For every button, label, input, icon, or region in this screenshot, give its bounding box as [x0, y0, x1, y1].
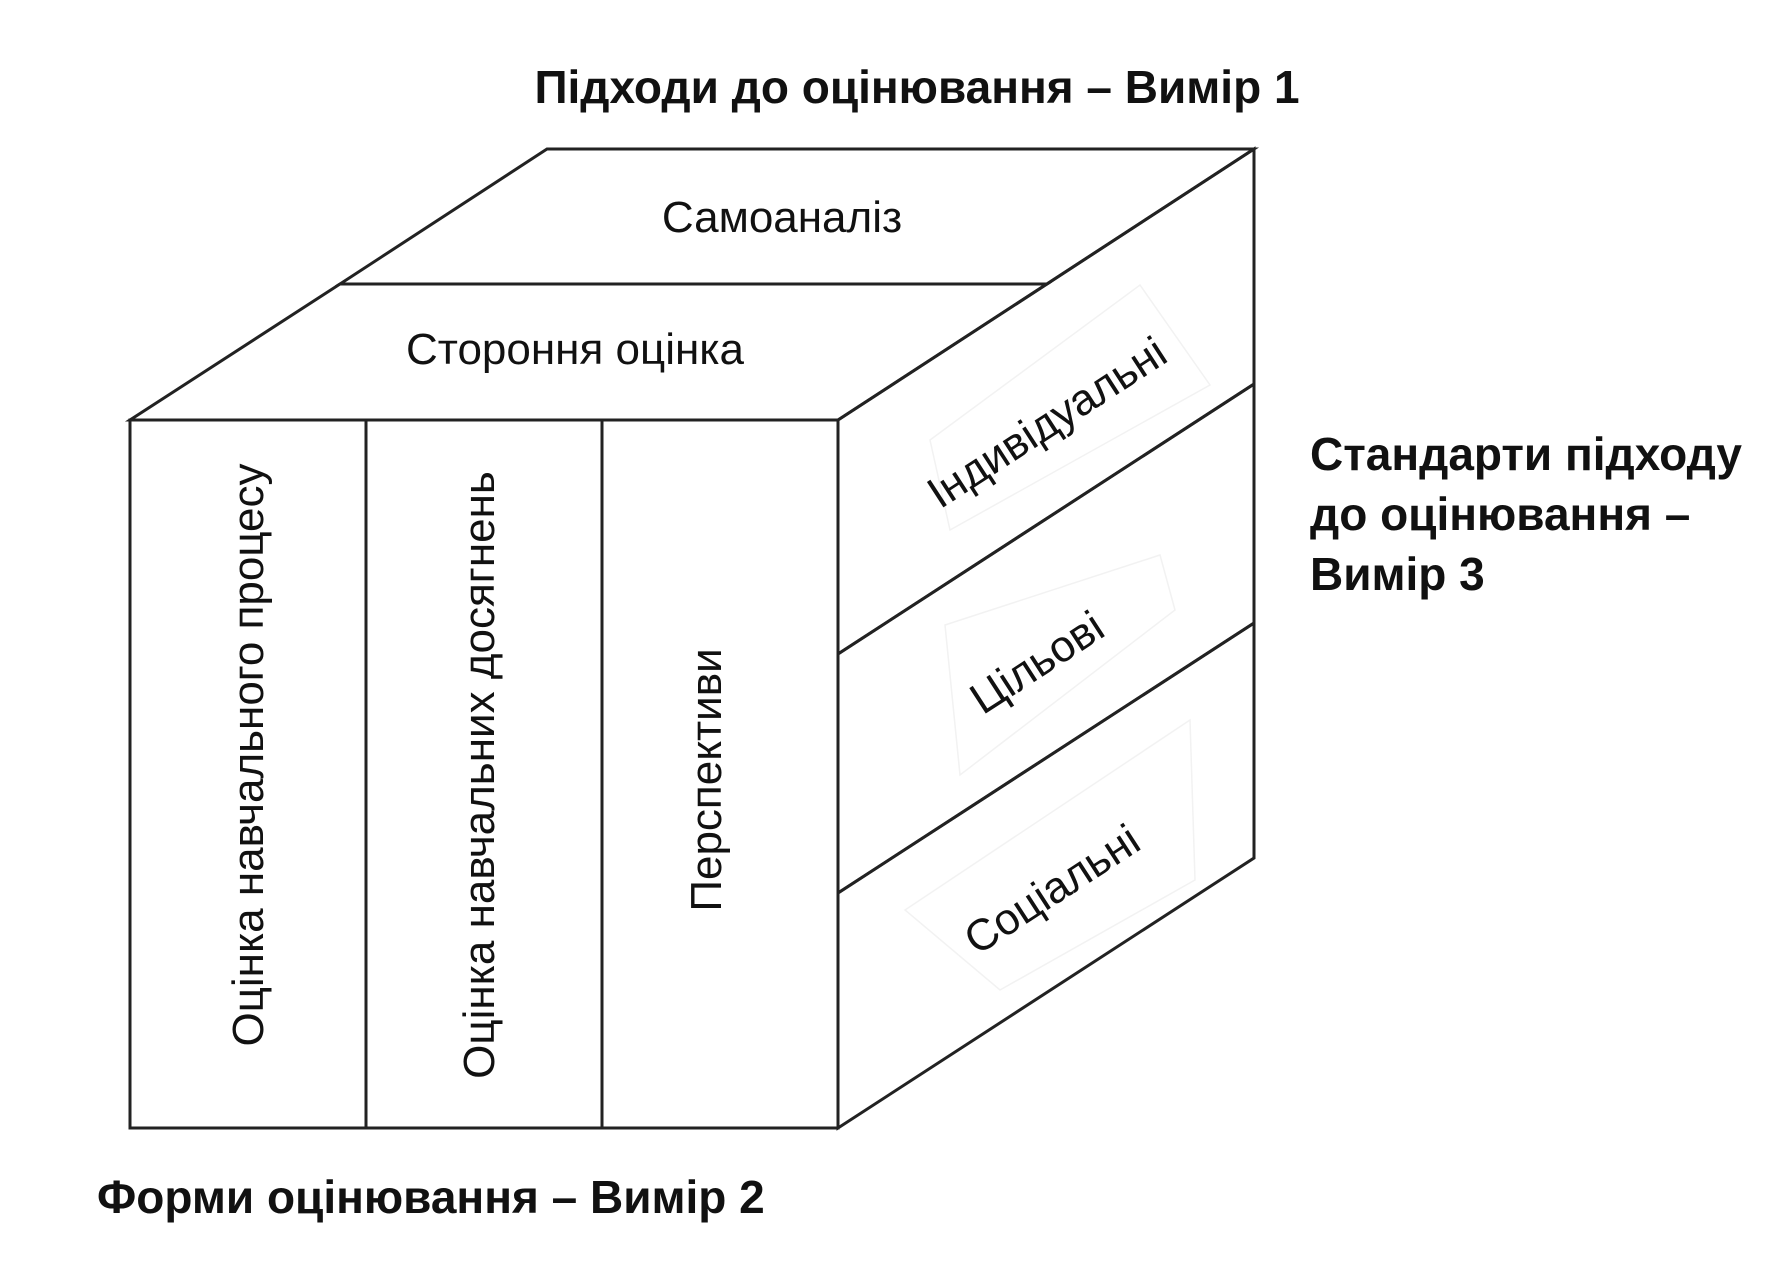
dimension3-title-line-2: до оцінювання – [1310, 488, 1690, 540]
dimension2-title: Форми оцінювання – Вимір 2 [97, 1171, 765, 1223]
side-item-social: Соціальні [956, 815, 1149, 964]
side-label-frame-1 [929, 283, 1212, 532]
front-face: Оцінка навчального процесу Оцінка навчал… [128, 418, 840, 1130]
front-item-perspectives: Перспективи [682, 648, 731, 911]
dimension3-title-line-3: Вимір 3 [1310, 548, 1485, 600]
top-item-self-analysis: Самоаналіз [662, 193, 902, 242]
side-face: Індивідуальні Цільові Соціальні [836, 146, 1256, 1131]
side-item-targeted: Цільові [961, 602, 1112, 724]
side-label-frame-2 [944, 554, 1176, 777]
front-item-process-assessment: Оцінка навчального процесу [224, 463, 273, 1046]
front-item-achievement-assessment: Оцінка навчальних досягнень [455, 471, 504, 1079]
side-face-bottom-cell [836, 620, 1256, 1131]
side-item-individual: Індивідуальні [919, 328, 1176, 518]
dimension1-title: Підходи до оцінювання – Вимір 1 [534, 61, 1299, 113]
side-label-frame-3 [903, 718, 1196, 991]
top-item-external-assessment: Стороння оцінка [406, 325, 744, 374]
dimension3-title: Стандарти підходу до оцінювання – Вимір … [1310, 428, 1755, 600]
top-face: Самоаналіз Стороння оцінка [124, 147, 1260, 422]
dimension3-title-line-1: Стандарти підходу [1310, 428, 1742, 480]
